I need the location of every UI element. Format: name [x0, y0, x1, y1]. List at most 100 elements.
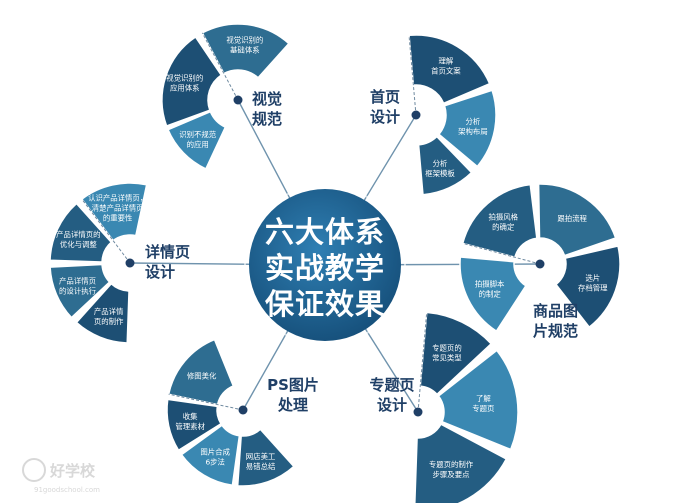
segment-label: 应用体系 — [170, 84, 200, 93]
segment-product-2: 跟拍流程 — [537, 183, 617, 257]
segment-label: 常见类型 — [432, 354, 462, 363]
hub-dot-detail — [125, 258, 135, 268]
segment-label: 优化与调整 — [60, 240, 98, 249]
segment-label: 架构布局 — [458, 127, 488, 136]
center-line-2: 实战教学 — [265, 251, 385, 285]
segment-label: 了解 — [476, 394, 491, 403]
segment-label: 易错总结 — [246, 462, 276, 471]
segment-label: 清楚产品详情页 — [92, 203, 144, 212]
segment-label: 分析 — [433, 159, 448, 168]
segment-label: 收集 — [183, 412, 198, 421]
segment-label: 专题页的 — [432, 344, 462, 353]
segment-shape — [49, 202, 113, 263]
segment-shape — [408, 34, 491, 105]
hub-dot-product — [535, 259, 545, 269]
hub-dash-ps — [168, 393, 244, 411]
hub-dash-topic — [417, 312, 428, 413]
segment-shape — [537, 183, 617, 257]
hub-dot-visual — [233, 95, 243, 105]
segment-label: 视觉识别的 — [166, 74, 203, 83]
group-title-topic: 设计 — [377, 396, 407, 414]
segment-shape — [417, 135, 473, 196]
segment-shape — [461, 183, 538, 259]
segment-shape — [554, 245, 621, 329]
segment-label: 网店美工 — [246, 452, 276, 461]
segment-label: 的应用 — [187, 140, 209, 149]
segment-label: 拍摄脚本 — [475, 280, 505, 289]
segment-label: 6步法 — [205, 457, 224, 466]
group-title-visual: 规范 — [252, 110, 282, 128]
hub-dot-ps — [238, 405, 248, 415]
hub-dot-homepage — [411, 110, 421, 120]
center-line-1: 六大体系 — [265, 215, 385, 249]
segment-label: 识别不规范 — [179, 130, 217, 139]
segment-label: 基础体系 — [230, 45, 260, 54]
segment-label: 理解 — [438, 56, 453, 65]
watermark-url: 91goodschool.com — [34, 486, 100, 494]
center-layer: 六大体系 实战教学 保证效果 — [244, 184, 406, 346]
segment-label: 产品详情页的 — [56, 230, 100, 239]
segment-label: 专题页 — [472, 404, 494, 413]
group-title-ps: 处理 — [277, 396, 308, 414]
segment-label: 修图美化 — [187, 371, 217, 380]
group-title-homepage: 设计 — [370, 108, 400, 126]
group-title-homepage: 首页 — [370, 88, 400, 106]
segment-shape — [201, 23, 290, 79]
segment-shape — [167, 110, 227, 170]
group-title-product: 片规范 — [533, 322, 578, 340]
segment-shape — [80, 182, 148, 242]
fan-detail: 认识产品详情页，清楚产品详情页的重要性产品详情页的优化与调整产品详情页的设计执行… — [49, 182, 148, 344]
segment-label: 的确定 — [492, 223, 515, 232]
segment-label: 拍摄风格 — [488, 213, 518, 222]
watermark: 好学校 91goodschool.com — [22, 458, 100, 494]
segment-shape — [236, 428, 295, 487]
group-title-visual: 视觉 — [252, 90, 282, 108]
segment-label: 视觉识别的 — [226, 35, 263, 44]
segment-shape — [459, 256, 527, 333]
hub-dot-topic — [413, 407, 423, 417]
hub-dash-product — [462, 242, 541, 265]
segment-label: 首页文案 — [431, 66, 461, 75]
segment-label: 的重要性 — [103, 213, 133, 222]
segment-shape — [180, 424, 241, 487]
segment-label: 认识产品详情页， — [88, 193, 147, 202]
watermark-brand: 好学校 — [49, 462, 96, 480]
segment-shape — [419, 311, 493, 396]
hub-dash-homepage — [408, 35, 417, 116]
segment-label: 图片合成 — [200, 447, 230, 456]
segment-label: 步骤及要点 — [433, 470, 471, 479]
segment-label: 跟拍流程 — [557, 214, 587, 223]
group-title-detail: 详情页 — [145, 243, 190, 261]
segment-label: 选片 — [585, 274, 600, 283]
segment-shape — [437, 349, 519, 451]
segment-label: 的设计执行 — [59, 286, 97, 295]
group-title-ps: PS图片 — [267, 376, 319, 394]
segment-shape — [161, 35, 223, 127]
segment-label: 框架模板 — [425, 169, 455, 178]
segment-shape — [414, 423, 508, 503]
watermark-logo-icon — [22, 458, 46, 482]
